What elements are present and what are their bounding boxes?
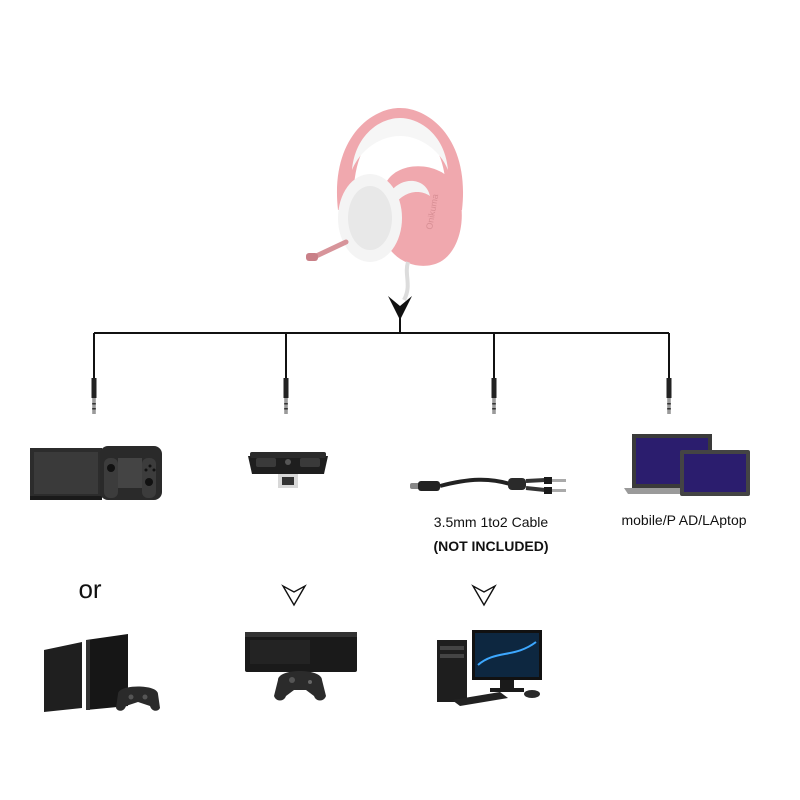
arrow-down-icon xyxy=(388,296,412,320)
desktop-pc-icon xyxy=(437,630,542,706)
splitter-cable-icon xyxy=(410,477,566,494)
xbox-stereo-adapter-icon xyxy=(248,452,328,488)
nintendo-switch-icon xyxy=(30,446,162,500)
jack-plug-icon xyxy=(91,378,97,414)
headset-icon: Onikuma xyxy=(306,108,464,301)
xbox-console-icon xyxy=(245,632,357,701)
jack-plug-icon xyxy=(283,378,289,414)
arrow-down-outline-icon xyxy=(281,584,307,607)
cable-name-label: 3.5mm 1to2 Cable xyxy=(433,514,549,530)
jack-plug-icon xyxy=(666,378,672,414)
laptop-tablet-icon xyxy=(624,434,750,496)
jack-plug-icon xyxy=(491,378,497,414)
or-label: or xyxy=(78,574,102,604)
ps4-console-icon xyxy=(44,634,160,712)
mobile-device-label: mobile/P AD/LAptop xyxy=(621,512,747,528)
not-included-note: (NOT INCLUDED) xyxy=(433,538,549,554)
arrow-down-outline-icon xyxy=(471,584,497,607)
distribution-lines xyxy=(93,318,670,378)
